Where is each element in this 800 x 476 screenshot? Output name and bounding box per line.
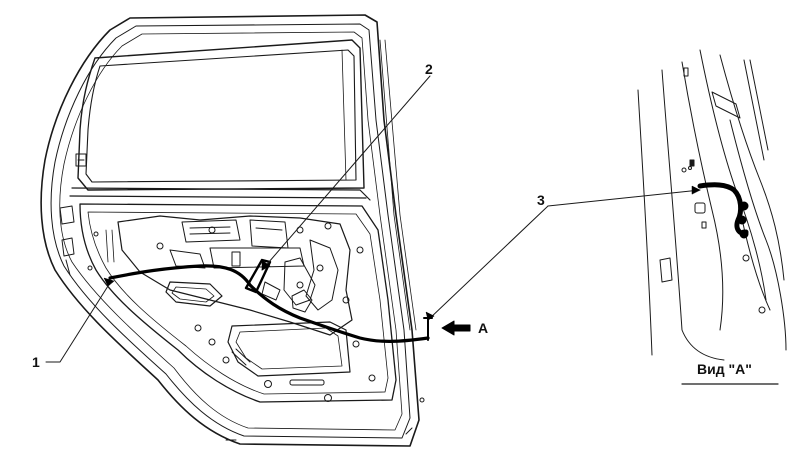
edge-dot [419, 397, 425, 403]
detail-slot-1 [683, 67, 689, 77]
detail-hole-2 [758, 306, 766, 314]
slot-pair [231, 348, 251, 366]
panel-holes [87, 222, 376, 402]
hinge-details [59, 153, 87, 276]
callout-1: 1 [32, 354, 40, 370]
pillar-line-2 [661, 69, 725, 361]
pillar-line-5 [719, 54, 785, 281]
detail-slot-3 [701, 221, 707, 229]
pillar-bracket [711, 91, 741, 119]
harness-connector [244, 258, 272, 294]
speaker-opening [165, 281, 223, 307]
view-a-harness [697, 182, 749, 236]
belt-line [69, 187, 371, 201]
door-contour-inner-1 [50, 23, 411, 439]
door-contour-inner-2 [59, 31, 403, 431]
detail-hole-1 [742, 254, 750, 262]
pillar-line-1 [637, 89, 653, 356]
pillar-edge [743, 59, 769, 161]
door-outer-contour [40, 14, 420, 447]
view-a-detail [637, 49, 787, 385]
drain-slot [289, 379, 325, 386]
speaker-opening-inner [171, 286, 215, 303]
window-channel [341, 49, 347, 181]
leader-2-arrowhead [261, 259, 271, 271]
leader-3a-arrowhead [425, 311, 435, 321]
leader-1-arrowhead [103, 277, 115, 287]
pillar-line-4 [699, 49, 767, 301]
leader-lines [45, 75, 701, 363]
pillar-line-6 [729, 119, 787, 351]
callout-2: 2 [425, 61, 433, 77]
detail-bracket-lower [659, 257, 673, 283]
harness-grommet [423, 317, 433, 341]
window-frame-outer [77, 39, 365, 191]
door-edge-lines [379, 39, 417, 331]
leader-3b-arrowhead [691, 185, 701, 195]
view-a-arrow-label: A [478, 320, 489, 336]
pillar-line-3 [681, 61, 724, 331]
window-glass [85, 49, 357, 183]
view-a-arrow [441, 320, 471, 336]
service-opening [117, 215, 353, 336]
detail-hole-square [694, 202, 706, 214]
inner-panel-lip [87, 211, 389, 395]
window-regulator [169, 219, 339, 313]
bottom-marks [225, 427, 413, 441]
callout-3: 3 [537, 192, 545, 208]
edge-slot [105, 229, 115, 263]
inner-panel [79, 203, 397, 403]
rear-door [40, 14, 425, 447]
lower-opening [227, 321, 351, 377]
detail-slot-2 [689, 159, 695, 167]
view-a-caption: Вид "А" [697, 361, 752, 377]
wiring-harness [108, 264, 430, 343]
